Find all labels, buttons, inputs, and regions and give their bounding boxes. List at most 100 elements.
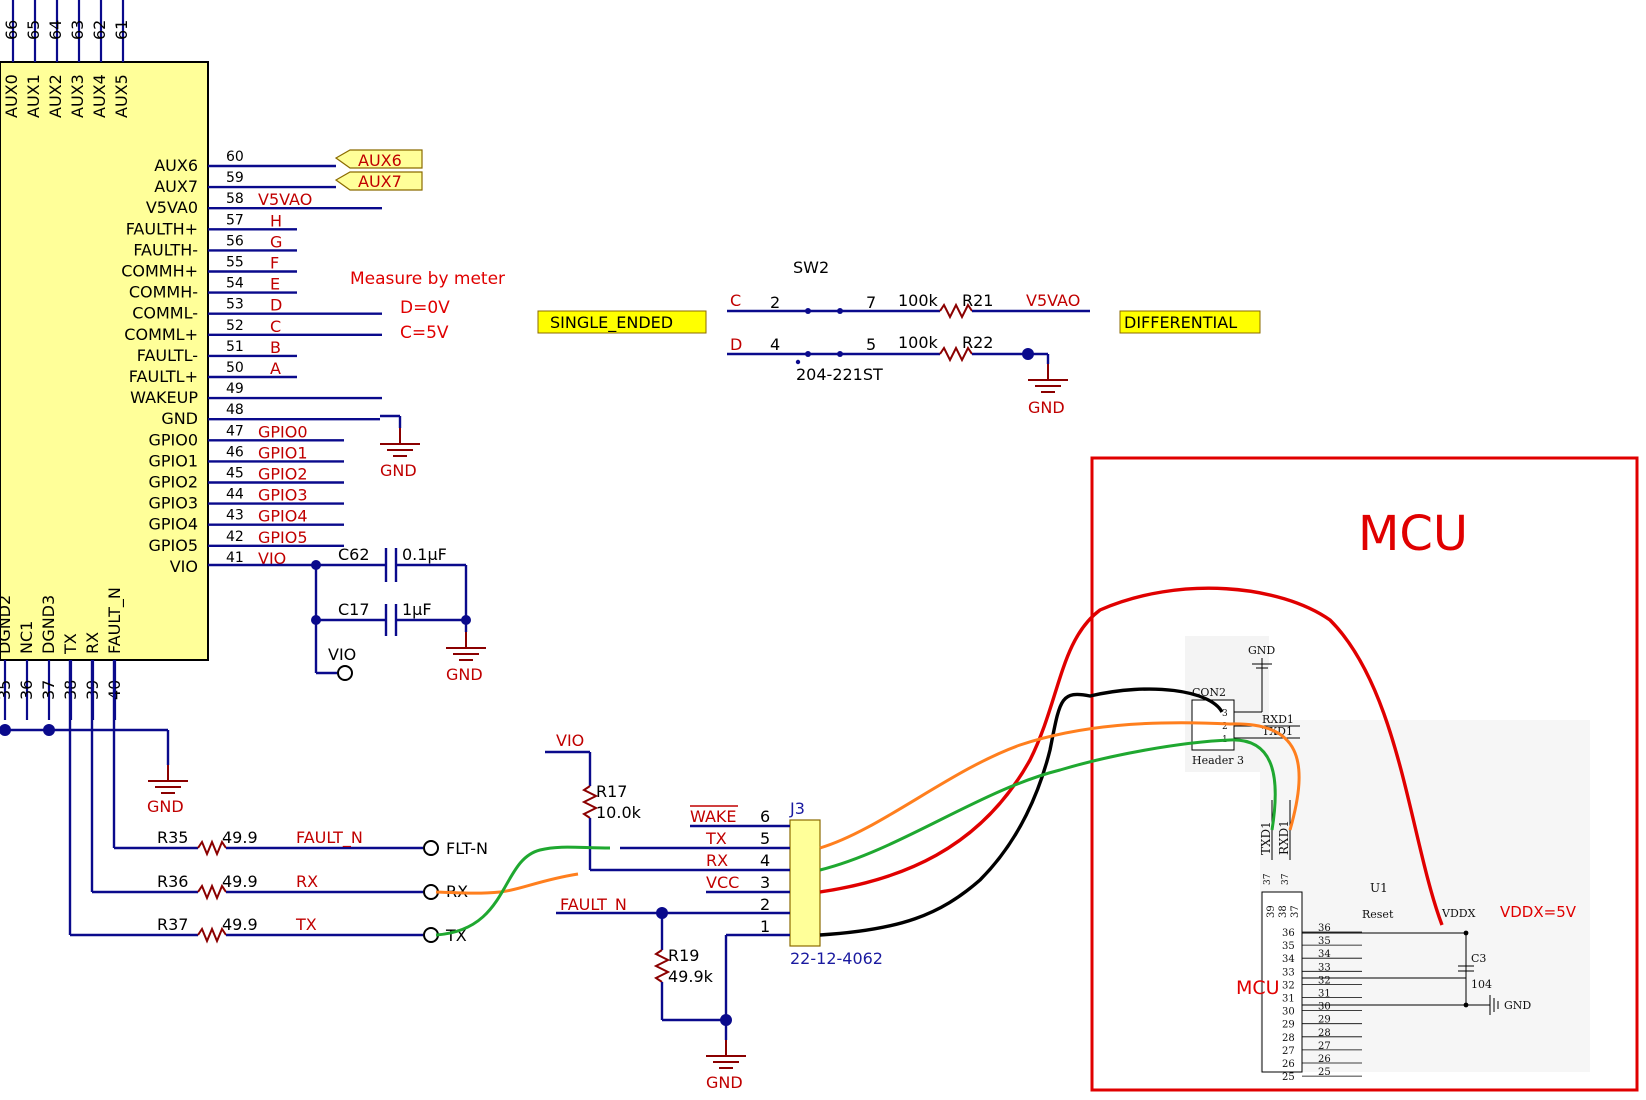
u1-ref: U1 <box>1370 881 1388 895</box>
ic-top-pin-number: 62 <box>90 20 109 40</box>
u1-rxd1-pin: RXD1 <box>1277 820 1291 855</box>
ic-bottom-pin-name: DGND2 <box>0 595 14 654</box>
j3-pin-number: 3 <box>760 873 770 892</box>
ic-right-pin-name: GPIO0 <box>148 430 198 449</box>
ic-top-pin-name: AUX2 <box>46 74 65 118</box>
r22-ref: R22 <box>962 333 993 352</box>
ic-right-pin-name: GPIO1 <box>148 451 198 470</box>
ic-right-pin-name: GND <box>161 409 198 428</box>
u1-left-pin-number: 32 <box>1282 980 1295 991</box>
u1-right-pin-number: 25 <box>1318 1067 1331 1078</box>
r21-ref: R21 <box>962 291 993 310</box>
switch-sw2: SW2 C 2 7 100k R21 V5VAO GND D 4 5 100k … <box>727 258 1090 417</box>
mcu-section: MCU GND CON2 Header 3 3 2 1 RXD1 TXD1 TX… <box>1090 456 1639 1092</box>
d-value-note: D=0V <box>400 298 450 318</box>
red-wire <box>819 586 1444 926</box>
ic-right-pin-name: COMML- <box>132 304 198 323</box>
gnd-label: GND <box>380 461 417 480</box>
r35-value: 49.9 <box>222 828 258 847</box>
c62-value: 0.1µF <box>402 545 447 564</box>
differential-label: DIFFERENTIAL <box>1124 313 1237 332</box>
mcu-label: MCU <box>1236 977 1280 999</box>
ic-right-pin-number: 53 <box>226 297 244 313</box>
r35-net: FAULT_N <box>296 828 363 848</box>
c3-ref: C3 <box>1471 952 1486 965</box>
ic-bottom-pin-name: NC1 <box>17 621 36 654</box>
ic-right-pin-number: 42 <box>226 529 244 545</box>
ic-right-pin-name: VIO <box>170 557 198 576</box>
u1-left-pin-number: 35 <box>1282 941 1295 952</box>
r37-net: TX <box>295 915 317 934</box>
differential-tag <box>1119 310 1261 334</box>
ic-top-pin-number: 64 <box>46 20 65 40</box>
ic-right-pin-name: FAULTH+ <box>126 219 198 238</box>
ic-right-pin-net: VIO <box>258 549 286 568</box>
u1-pin38: 38 <box>1278 905 1289 918</box>
u1-vert-small-0: 37 <box>1263 873 1273 885</box>
ic-right-pin-net: B <box>270 338 281 357</box>
ic-right-pin-net: GPIO3 <box>258 486 308 505</box>
ic-right-pin-number: 41 <box>226 550 244 566</box>
ic-right-pin-number: 48 <box>226 402 244 418</box>
ic-right-pin-number: 43 <box>226 508 244 524</box>
ic-top-pin-name: AUX4 <box>90 74 109 118</box>
r17-ref: R17 <box>596 782 627 801</box>
ic-bottom-pin-number: 37 <box>39 680 58 700</box>
u1-right-pin-number: 30 <box>1318 1002 1331 1013</box>
mcu-highlight-box <box>1090 456 1639 1092</box>
ic-right-pin-net: V5VAO <box>258 190 312 209</box>
rxd1-net: RXD1 <box>1262 713 1294 726</box>
ic-right-pin-name: WAKEUP <box>130 388 198 407</box>
j3-pin-net: RX <box>706 851 728 870</box>
mcu-box-title: MCU <box>1358 506 1468 562</box>
j3-pin-net: WAKE <box>690 807 737 826</box>
u1-right-pin-number: 34 <box>1318 949 1331 960</box>
ic-right-pin-number: 59 <box>226 170 244 186</box>
vddx-note: VDDX=5V <box>1500 903 1577 921</box>
u1-right-pin-number: 29 <box>1318 1015 1331 1026</box>
u1-left-pin-number: 29 <box>1282 1020 1295 1031</box>
sw-row-c-pin-b: 7 <box>866 293 876 312</box>
ic-right-pin-number: 52 <box>226 318 244 334</box>
ic-right-pin-name: FAULTH- <box>133 240 198 259</box>
u1-right-pin-number: 36 <box>1318 923 1331 934</box>
r19-value: 49.9k <box>668 967 714 986</box>
ic-top-pin-name: AUX0 <box>2 74 21 118</box>
ic-right-pin-net: H <box>270 211 282 230</box>
aux7-port: AUX7 <box>358 172 402 191</box>
u1-right-pin-number: 28 <box>1318 1028 1331 1039</box>
ic-right-pin-number: 55 <box>226 255 244 271</box>
ic-right-pin-number: 58 <box>226 191 244 207</box>
ic-top-pin-number: 61 <box>112 20 131 40</box>
r19-ref: R19 <box>668 946 699 965</box>
ic-right-pin-number: 54 <box>226 276 244 292</box>
gnd-label: GND <box>1028 398 1065 417</box>
u1-vert-small-1: 37 <box>1281 873 1291 885</box>
ic-right-pin-name: V5VA0 <box>146 198 198 217</box>
green-wire <box>819 738 1277 872</box>
con2-pin3: 3 <box>1222 709 1228 719</box>
c17-value: 1µF <box>402 600 432 619</box>
j3-pin-net: FAULT_N <box>560 895 627 915</box>
v5vao-net: V5VAO <box>1026 291 1080 310</box>
u1-pin39: 39 <box>1266 905 1277 918</box>
ic-right-pin-number: 57 <box>226 212 244 228</box>
ic-bottom-pin-name: DGND3 <box>39 595 58 654</box>
j3-part: 22-12-4062 <box>790 949 883 968</box>
u1-right-pin-number: 27 <box>1318 1041 1331 1052</box>
u1-backdrop <box>1260 720 1590 1072</box>
gnd-label: GND <box>446 665 483 684</box>
ic-right-pin-number: 46 <box>226 444 244 460</box>
ic-right-pin-number: 44 <box>226 487 244 503</box>
ic-top-pin-number: 65 <box>24 20 43 40</box>
ic-right-pin-net: D <box>270 296 282 315</box>
ic-right-pin-number: 49 <box>226 381 244 397</box>
u1-right-pin-number: 33 <box>1318 962 1331 973</box>
u1-left-pin-number: 30 <box>1282 1007 1295 1018</box>
ic-top-pin-number: 63 <box>68 20 87 40</box>
u1-txd1-pin: TXD1 <box>1259 821 1273 855</box>
ic-top-pin-number: 66 <box>2 20 21 40</box>
